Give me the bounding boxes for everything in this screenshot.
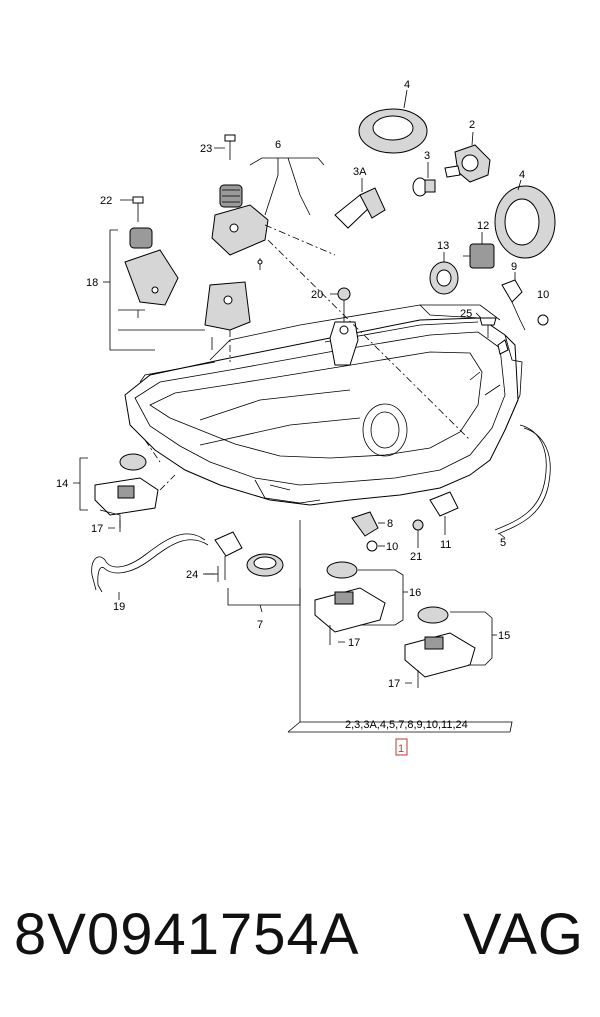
part-3a-h7-bulb	[334, 178, 386, 229]
center-mount-bracket	[204, 281, 251, 362]
headlight-housing	[124, 304, 523, 506]
callout-3a: 3A	[353, 166, 367, 178]
brand-name: VAG	[462, 902, 584, 967]
part-19-vent-hose	[91, 533, 209, 600]
part-12-ballast-igniter	[463, 232, 495, 269]
part-13-cap	[429, 252, 459, 295]
callout-8: 8	[387, 518, 393, 530]
part-2-bulb-socket	[444, 131, 491, 183]
part-15-control-unit-group	[404, 606, 497, 688]
footer-caption: 8V0941754A VAG	[0, 890, 600, 980]
callout-15: 15	[498, 630, 510, 642]
callout-22: 22	[100, 195, 112, 207]
part-16-control-unit-group	[314, 561, 408, 645]
callout-3: 3	[424, 150, 430, 162]
callout-21: 21	[410, 551, 422, 563]
callout-10-top: 10	[537, 289, 549, 301]
top-mount-tab	[329, 321, 359, 366]
part-23-screw	[214, 134, 236, 160]
part-number: 8V0941754A	[14, 902, 360, 967]
callout-1-highlight-box	[395, 738, 408, 756]
part-8-elbow	[351, 511, 385, 537]
part-24-screw	[205, 566, 219, 582]
part-10-plug-top	[537, 314, 549, 326]
part-25-rivet	[475, 312, 497, 338]
callout-17-right: 17	[388, 678, 400, 690]
spring-bushing	[219, 184, 243, 208]
callout-12: 12	[477, 220, 489, 232]
callout-2: 2	[469, 119, 475, 131]
part-11-connector	[429, 491, 459, 535]
callout-14: 14	[56, 478, 68, 490]
part-22-screw	[120, 196, 144, 222]
part-17-screw-left	[108, 520, 121, 532]
part-20-grommet	[330, 287, 351, 322]
callout-9: 9	[511, 261, 517, 273]
part-6-bracket-assembly	[211, 157, 471, 441]
part-4-seal-ring-right	[494, 179, 556, 259]
callout-25: 25	[460, 308, 472, 320]
callout-4-right: 4	[519, 169, 525, 181]
part-10-plug-bottom	[366, 540, 378, 552]
callout-17-left: 17	[91, 523, 103, 535]
callout-10-bottom: 10	[386, 541, 398, 553]
callout-20: 20	[311, 289, 323, 301]
callout-18: 18	[86, 277, 98, 289]
part-14-ballast-group	[73, 439, 176, 528]
exploded-parts-diagram: 4 2 3 3A 4 6 23 22 12 13 9 18 20 10 25 1…	[56, 79, 556, 756]
assembly-includes-list: 2,3,3A,4,5,7,8,9,10,11,24	[345, 719, 468, 731]
callout-6: 6	[275, 139, 281, 151]
callout-4-top: 4	[404, 79, 410, 91]
part-18-bracket-group	[103, 227, 205, 351]
callout-11: 11	[440, 539, 451, 551]
part-21-clip	[412, 519, 424, 548]
part-4-seal-ring-top	[358, 89, 428, 154]
part-3-small-bulb	[412, 162, 436, 197]
callout-7: 7	[257, 619, 263, 631]
callout-16: 16	[409, 587, 421, 599]
callout-24: 24	[186, 569, 198, 581]
callout-23: 23	[200, 143, 212, 155]
callout-19: 19	[113, 601, 125, 613]
callout-17-middle: 17	[348, 637, 360, 649]
part-5-wire-harness	[494, 424, 551, 539]
callout-1: 1	[398, 743, 404, 755]
callout-13: 13	[437, 240, 449, 252]
part-7-ballast-mount-group	[203, 531, 301, 613]
callout-5: 5	[500, 537, 506, 549]
part-9-cap	[501, 272, 526, 331]
